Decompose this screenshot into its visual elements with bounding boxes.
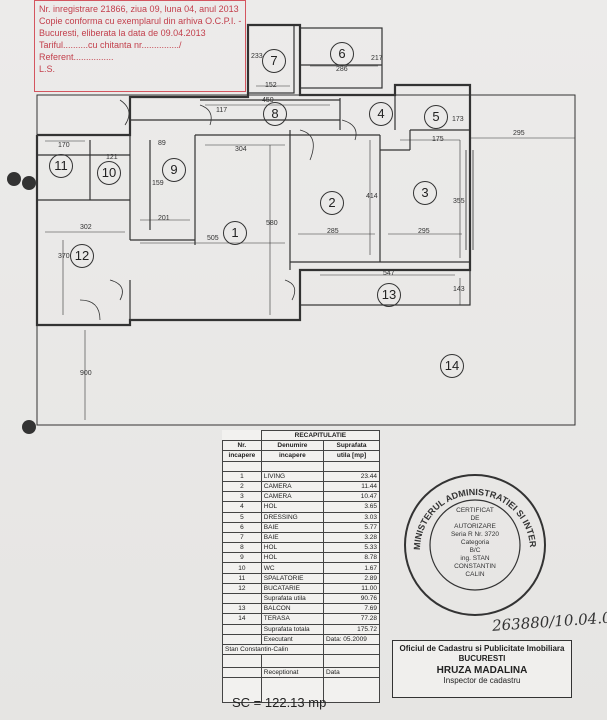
office-line-2: BUCURESTI	[458, 654, 506, 663]
dim-label: 900	[80, 370, 92, 377]
svg-text:CERTIFICAT: CERTIFICAT	[456, 507, 494, 514]
punch-hole	[22, 420, 36, 434]
sc-total: SC = 122.13 mp	[232, 695, 327, 710]
dim-label: 302	[80, 224, 92, 231]
stamp-line-5: Referent................	[39, 52, 114, 62]
dim-label: 233	[251, 53, 263, 60]
room-11-label: 11	[49, 154, 73, 178]
office-line-1: Oficiul de Cadastru si Publicitate Imobi…	[399, 644, 565, 653]
dim-label: 121	[106, 154, 118, 161]
room-10-label: 10	[97, 161, 121, 185]
ministry-seal: MINISTERUL ADMINISTRATIEI SI INTERNELOR …	[400, 470, 546, 616]
header-incapere: incapere	[222, 450, 262, 462]
punch-hole	[22, 176, 36, 190]
dim-label: 414	[366, 193, 378, 200]
office-stamp: Oficiul de Cadastru si Publicitate Imobi…	[392, 640, 572, 698]
room-3-label: 3	[413, 181, 437, 205]
header-utila: utila [mp]	[322, 450, 381, 462]
svg-text:CONSTANTIN: CONSTANTIN	[454, 563, 496, 570]
table-row: Stan Constantin-Calin	[222, 643, 381, 656]
dim-label: 295	[418, 228, 430, 235]
stamp-line-1: Nr. inregistrare 21866, ziua 09, luna 04…	[39, 4, 239, 14]
dim-label: 152	[265, 82, 277, 89]
recap-title: RECAPITULATIE	[260, 429, 381, 442]
office-line-4: Inspector de cadastru	[443, 676, 521, 685]
dim-label: 370	[58, 253, 70, 260]
dim-label: 355	[453, 198, 465, 205]
dim-label: 450	[262, 97, 274, 104]
dim-label: 505	[207, 235, 219, 242]
dim-label: 304	[235, 146, 247, 153]
dim-label: 117	[216, 107, 228, 114]
room-1-label: 1	[223, 221, 247, 245]
svg-text:Seria R Nr. 3720: Seria R Nr. 3720	[451, 531, 499, 538]
stamp-line-2: Copie conforma cu exemplarul din arhiva …	[39, 16, 242, 26]
dim-label: 170	[58, 142, 70, 149]
stamp-line-6: L.S.	[39, 64, 56, 74]
dim-label: 286	[336, 66, 348, 73]
room-7-label: 7	[262, 49, 286, 73]
svg-text:ing. STAN: ing. STAN	[460, 555, 489, 562]
dim-label: 547	[383, 270, 395, 277]
punch-hole	[7, 172, 21, 186]
dim-label: 173	[452, 116, 464, 123]
room-2-label: 2	[320, 191, 344, 215]
dim-label: 217	[371, 55, 383, 62]
room-12-label: 12	[70, 244, 94, 268]
room-9-label: 9	[162, 158, 186, 182]
dim-label: 143	[453, 286, 465, 293]
dim-label: 159	[152, 180, 164, 187]
dim-label: 201	[158, 215, 170, 222]
stamp-line-4: Tariful..........cu chitanta nr.........…	[39, 40, 182, 50]
svg-text:DE: DE	[470, 515, 480, 522]
room-6-label: 6	[330, 42, 354, 66]
svg-text:B/C: B/C	[470, 547, 481, 554]
header-denumire: Denumire	[260, 440, 324, 452]
office-line-3: HRUZA MADALINA	[436, 665, 528, 676]
room-5-label: 5	[424, 105, 448, 129]
svg-text:Categoria: Categoria	[461, 539, 490, 546]
room-14-label: 14	[440, 354, 464, 378]
dim-label: 295	[513, 130, 525, 137]
stamp-line-3: Bucuresti, eliberata la data de 09.04.20…	[39, 28, 206, 38]
recap-table: RECAPITULATIE Nr. Denumire Suprafata inc…	[222, 429, 381, 704]
svg-text:CALIN: CALIN	[465, 571, 484, 578]
room-4-label: 4	[369, 102, 393, 126]
dim-label: 285	[327, 228, 339, 235]
terrace-outline	[36, 94, 576, 426]
dim-label: 89	[158, 140, 166, 147]
registration-stamp: Nr. inregistrare 21866, ziua 09, luna 04…	[34, 0, 246, 92]
room-8-label: 8	[263, 102, 287, 126]
dim-label: 175	[432, 136, 444, 143]
room-13-label: 13	[377, 283, 401, 307]
svg-text:AUTORIZARE: AUTORIZARE	[454, 523, 496, 530]
header-suprafata: Suprafata	[322, 440, 381, 452]
header-nr: Nr.	[222, 440, 262, 452]
header-incapere-2: incapere	[260, 450, 324, 462]
dim-label: 580	[266, 220, 278, 227]
